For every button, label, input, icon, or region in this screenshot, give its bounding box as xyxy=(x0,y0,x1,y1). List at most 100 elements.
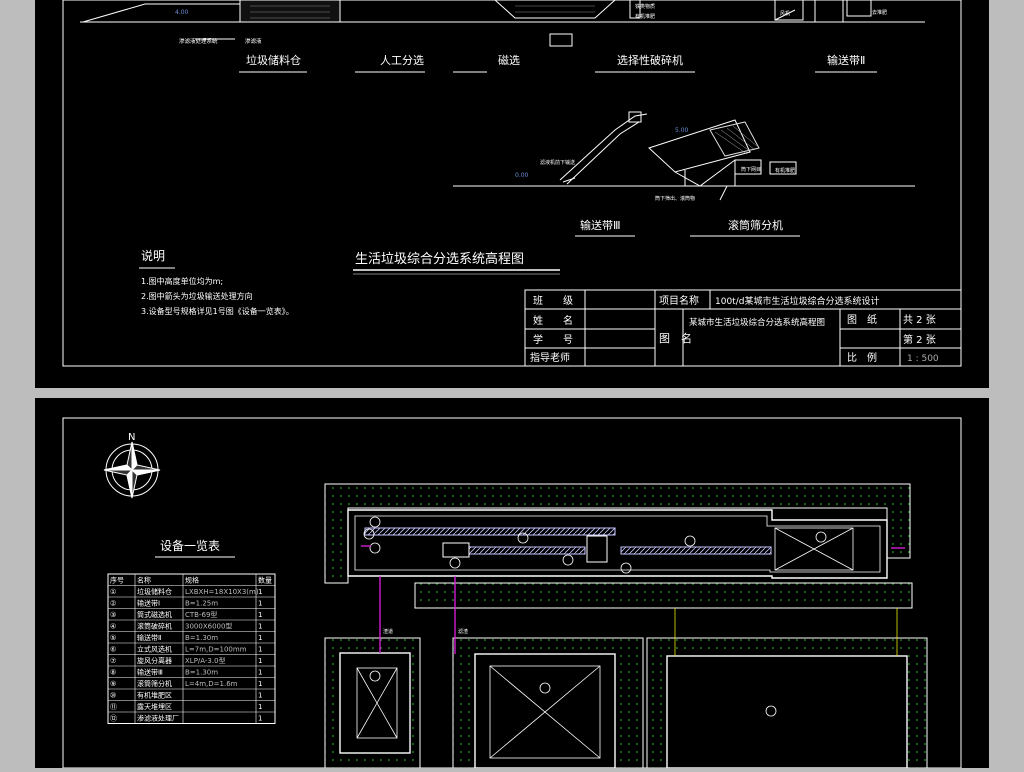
tb-project-value: 100t/d某城市生活垃圾综合分选系统设计 xyxy=(715,295,879,307)
pipes xyxy=(361,545,905,654)
table-cell: ① xyxy=(110,588,116,596)
drawing-frame xyxy=(62,0,962,367)
table-cell: ⑨ xyxy=(110,680,116,688)
north-arrow xyxy=(103,441,161,499)
table-cell: 滚筒筛分机 xyxy=(137,679,172,688)
top-dash-texture xyxy=(250,5,595,19)
tb-drawing-label: 图 名 xyxy=(659,331,692,345)
fan-label: 风机 xyxy=(780,10,790,17)
table-cell: ② xyxy=(110,600,116,608)
table-header-cell: 名称 xyxy=(137,576,151,585)
trommel-hatch xyxy=(714,125,758,155)
label-magnetic-sep: 磁选 xyxy=(498,54,520,67)
table-cell: ④ xyxy=(110,623,116,631)
table-cell: 垃圾储料仓 xyxy=(137,587,172,596)
table-cell: LXBXH=18X10X3(m) xyxy=(185,588,259,596)
table-cell: ⑦ xyxy=(110,657,116,665)
tb-drawing-value: 某城市生活垃圾综合分选系统高程图 xyxy=(689,317,825,328)
equipment-table-title: 设备一览表 xyxy=(160,538,220,553)
tb-class: 班 级 xyxy=(533,295,573,307)
table-cell: 输送带Ⅲ xyxy=(137,668,163,677)
to-organic-label: 有机堆肥 xyxy=(775,167,795,174)
table-cell: ⑩ xyxy=(110,692,116,700)
title-block-text: 班 级 姓 名 学 号 指导老师 项目名称 100t/d某城市生活垃圾综合分选系… xyxy=(530,294,939,364)
table-header-cell: 序号 xyxy=(110,576,124,585)
conveyor-3-note: 滤液机前下输送 xyxy=(540,159,575,166)
table-cell: XLP/A-3.0型 xyxy=(185,656,226,665)
note-2: 2.图中箭头为垃圾输送处理方向 xyxy=(141,291,253,301)
elevation-mark-3: 0.00 xyxy=(515,172,529,179)
note-3: 3.设备型号规格详见1号图《设备一览表》。 xyxy=(141,306,294,316)
table-cell: B=1.30m xyxy=(185,669,218,677)
table-cell: 立式风选机 xyxy=(137,645,172,654)
label-storage-bin: 垃圾储料仓 xyxy=(246,53,301,67)
table-cell: B=1.25m xyxy=(185,600,218,608)
table-cell: 1 xyxy=(258,680,262,688)
tb-sheets-label: 图 纸 xyxy=(847,313,877,326)
organic-label-top: 有机堆肥 xyxy=(635,13,655,20)
table-cell: 渗滤液处理厂 xyxy=(137,714,179,723)
leachate-label: 渗滤液 xyxy=(245,37,262,45)
tb-scale-value: 1 : 500 xyxy=(907,354,939,364)
tb-student-id: 学 号 xyxy=(533,333,573,346)
table-header-cell: 规格 xyxy=(185,576,199,585)
table-header-cell: 数量 xyxy=(258,576,272,585)
table-cell: 1 xyxy=(258,588,262,596)
tb-page: 第 2 张 xyxy=(903,333,936,346)
elevation-sheet: 4.00 渗滤液处理系统 渗滤液 铁类物质 有机堆肥 风机 去堆肥 垃圾储料仓 … xyxy=(35,0,989,388)
ferrous-label: 铁类物质 xyxy=(635,3,655,10)
yellow-lines xyxy=(674,608,898,656)
conveyor-3-drawing xyxy=(453,111,915,187)
label-crusher: 选择性破碎机 xyxy=(617,53,683,67)
drawing-title: 生活垃圾综合分选系统高程图 xyxy=(355,251,524,267)
tb-total: 共 2 张 xyxy=(903,314,936,326)
table-cell: CTB-69型 xyxy=(185,610,217,619)
trommel-drawing xyxy=(648,119,797,201)
table-cell: ⑫ xyxy=(110,715,117,723)
table-cell: 1 xyxy=(258,600,262,608)
elevation-mark-2: 5.00 xyxy=(675,127,689,134)
elevation-mark: 4.00 xyxy=(175,9,189,16)
title-block xyxy=(524,289,962,367)
table-cell: 滚筒破碎机 xyxy=(137,622,172,631)
table-cell: 筒式磁选机 xyxy=(137,610,172,619)
table-cell: ⑤ xyxy=(110,634,116,642)
process-label-row-1: 垃圾储料仓 人工分选 磁选 选择性破碎机 输送带Ⅱ xyxy=(239,53,877,73)
table-cell: B=1.30m xyxy=(185,634,218,642)
sieve-out-label: 筒下筛出、滚筒物 xyxy=(655,195,695,202)
notes-title: 说明 xyxy=(141,248,165,263)
top-ground-line xyxy=(80,0,925,47)
equipment-number-circles xyxy=(363,516,827,717)
table-cell: 输送带Ⅰ xyxy=(137,599,160,608)
table-cell: ⑪ xyxy=(110,703,117,711)
leachate-system-label: 渗滤液处理系统 xyxy=(179,37,218,45)
table-cell: ③ xyxy=(110,611,116,619)
table-cell: 1 xyxy=(258,634,262,642)
table-cell: 1 xyxy=(258,611,262,619)
label-conveyor-3: 输送带Ⅲ xyxy=(580,218,621,232)
table-cell: 1 xyxy=(258,703,262,711)
label-trommel: 滚筒筛分机 xyxy=(728,218,783,232)
tb-scale-label: 比 例 xyxy=(847,351,877,364)
table-cell: 输送带Ⅱ xyxy=(137,633,161,642)
table-cell: L=7m,D=100mm xyxy=(185,646,247,654)
note-1: 1.图中高度单位均为m; xyxy=(141,276,223,286)
to-compost-label: 去堆肥 xyxy=(872,9,887,16)
table-cell: ⑥ xyxy=(110,646,116,654)
tb-advisor: 指导老师 xyxy=(530,351,570,364)
table-border xyxy=(107,573,276,724)
table-cell: 1 xyxy=(258,692,262,700)
label-conveyor-2: 输送带Ⅱ xyxy=(827,53,865,67)
roller-bottom-label: 筒下网目 xyxy=(741,166,761,173)
table-cell: 1 xyxy=(258,715,262,723)
table-cell: 有机堆肥区 xyxy=(137,691,172,700)
table-cell: 1 xyxy=(258,646,262,654)
north-label: N xyxy=(128,432,135,443)
tb-project-label: 项目名称 xyxy=(659,294,699,307)
table-cell: 露天堆埋区 xyxy=(137,702,172,711)
x-marks xyxy=(356,527,854,759)
table-cell: L=4m,D=1.6m xyxy=(185,680,238,688)
table-cell: 1 xyxy=(258,623,262,631)
